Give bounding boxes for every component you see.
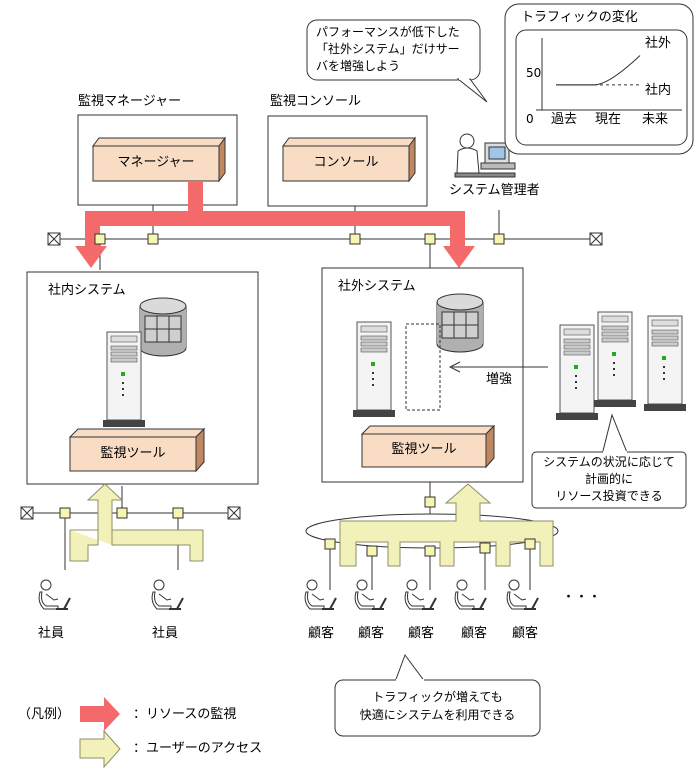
performance-speech-bubble: [306, 19, 488, 103]
storage-disk-icon: [139, 297, 187, 357]
chart-legend-internal: 社内: [645, 83, 672, 98]
spare-server-icon: [555, 324, 599, 421]
network-node-icon: [59, 507, 71, 519]
customer-icon: [404, 579, 437, 610]
manager-label: マネージャー: [117, 155, 195, 170]
customer-icon: [354, 579, 387, 610]
perf-line-1: パフォーマンスが低下した: [316, 25, 460, 39]
employee-icon: [151, 579, 184, 610]
chart-ytick-0: 0: [526, 112, 534, 126]
network-node-icon: [172, 507, 184, 519]
internal-monitor-tool: [68, 427, 206, 473]
network-node-icon: [524, 538, 536, 550]
comfort-line-2: 快適にシステムを利用できる: [359, 708, 516, 722]
chart-xtick-present: 現在: [595, 112, 622, 127]
manager-title: 監視マネージャー: [78, 94, 182, 109]
chart-xtick-future: 未来: [642, 112, 669, 127]
plan-speech-bubble: [531, 413, 687, 509]
perf-line-2: 「社外システム」だけサー: [316, 42, 460, 56]
network-node-icon: [479, 542, 491, 554]
customer-label: 顧客: [461, 626, 488, 641]
plan-line-2: 計画的に: [584, 472, 633, 486]
admin-label: システム管理者: [449, 183, 540, 198]
plan-line-1: システムの状況に応じて: [543, 455, 675, 469]
network-node-icon: [94, 233, 106, 245]
employee-label: 社員: [152, 626, 179, 641]
customer-icon: [454, 579, 487, 610]
more-users-ellipsis: ・・・: [562, 590, 602, 605]
admin-workstation-icon: [454, 133, 516, 178]
network-node-icon: [116, 507, 128, 519]
chart-xtick-past: 過去: [551, 112, 578, 127]
comfort-speech-bubble: [334, 653, 541, 737]
terminator-icon: [47, 232, 61, 246]
network-node-icon: [147, 233, 159, 245]
network-node-icon: [493, 233, 505, 245]
server-icon: [352, 321, 396, 418]
network-node-icon: [424, 545, 436, 557]
terminator-icon: [20, 506, 34, 520]
spare-server-icon: [593, 311, 637, 408]
manager-component: [92, 136, 226, 183]
legend-access-arrow: [79, 729, 121, 769]
employee-icon: [38, 579, 71, 610]
chart-ytick-50: 50: [526, 66, 542, 80]
customer-label: 顧客: [308, 626, 335, 641]
internal-system-title: 社内システム: [48, 283, 126, 298]
network-node-icon: [424, 496, 436, 508]
internal-access-arrow: [69, 483, 204, 562]
storage-disk-icon: [436, 293, 484, 353]
external-tool-label: 監視ツール: [391, 442, 457, 457]
terminator-icon: [589, 232, 603, 246]
network-node-icon: [424, 233, 436, 245]
comfort-line-1: トラフィックが増えても: [372, 690, 503, 704]
customer-icon: [304, 579, 337, 610]
external-monitor-tool: [360, 424, 496, 469]
network-node-icon: [366, 545, 378, 557]
customer-icon: [506, 579, 539, 610]
customer-label: 顧客: [512, 626, 539, 641]
external-system-title: 社外システム: [338, 279, 416, 294]
plan-line-3: リソース投資できる: [555, 489, 663, 503]
monitor-arrow: [75, 181, 475, 268]
legend-monitor-label: ：リソースの監視: [133, 707, 237, 722]
spare-server-icon: [643, 315, 687, 412]
customer-label: 顧客: [358, 626, 385, 641]
reinforce-label: 増強: [486, 372, 513, 387]
perf-line-3: バを増強しよう: [316, 59, 401, 73]
console-label: コンソール: [313, 155, 379, 170]
legend-title: （凡例）: [18, 707, 71, 722]
external-access-arrow: [339, 483, 554, 567]
chart-title: トラフィックの変化: [521, 10, 638, 25]
internal-tool-label: 監視ツール: [100, 446, 166, 461]
server-icon: [102, 331, 146, 428]
network-node-icon: [324, 538, 336, 550]
terminator-icon: [227, 506, 241, 520]
network-node-icon: [349, 233, 361, 245]
console-component: [282, 136, 416, 183]
employee-label: 社員: [38, 626, 65, 641]
reserved-server-slot: [405, 323, 441, 411]
customer-label: 顧客: [408, 626, 435, 641]
legend-access-label: ：ユーザーのアクセス: [133, 741, 263, 756]
legend-monitor-arrow: [80, 697, 120, 731]
chart-legend-external: 社外: [645, 36, 672, 51]
traffic-line-chart: [536, 38, 682, 111]
console-title: 監視コンソール: [270, 94, 362, 109]
